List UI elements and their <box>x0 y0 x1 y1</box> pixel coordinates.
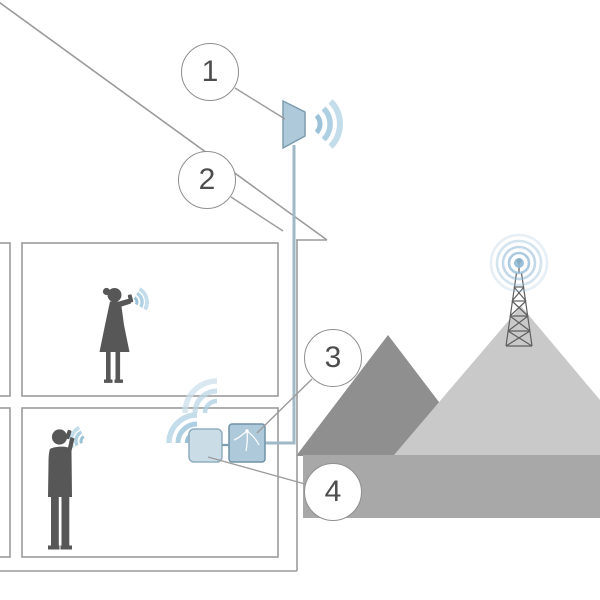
callout-lines <box>207 87 313 485</box>
outdoor-signal-icon <box>314 99 343 149</box>
woman-phone-signal-icon <box>133 287 149 311</box>
callout-badge-4: 4 <box>304 463 362 521</box>
tower-signal-rings-icon <box>489 233 549 293</box>
antenna-cable <box>265 145 296 445</box>
callout-badge-1: 1 <box>181 43 239 101</box>
woman-silhouette <box>99 287 134 383</box>
indoor-signal-upper-icon <box>182 378 218 414</box>
indoor-antenna <box>188 428 223 463</box>
lower-left-room <box>0 407 11 558</box>
booster-port-dot <box>245 429 249 433</box>
callout-line-4 <box>207 456 306 485</box>
mountain-light <box>388 306 600 462</box>
callout-badge-3: 3 <box>304 329 362 387</box>
upper-left-room <box>0 242 11 397</box>
booster-unit <box>228 423 266 463</box>
house-outline <box>0 1 328 572</box>
callout-4-label: 4 <box>324 475 342 508</box>
upper-room <box>21 242 279 397</box>
callout-line-1 <box>234 87 286 120</box>
callout-line-3 <box>256 378 313 434</box>
cell-tower <box>505 261 533 347</box>
callout-2-label: 2 <box>198 163 216 196</box>
callout-3-label: 3 <box>324 341 342 374</box>
roof-line <box>0 1 328 241</box>
callout-badge-2: 2 <box>178 151 236 209</box>
man-silhouette <box>48 429 75 550</box>
callout-1-label: 1 <box>201 55 219 88</box>
callout-line-2 <box>230 196 284 232</box>
hill-foreground <box>303 455 600 518</box>
outdoor-antenna <box>282 99 306 150</box>
